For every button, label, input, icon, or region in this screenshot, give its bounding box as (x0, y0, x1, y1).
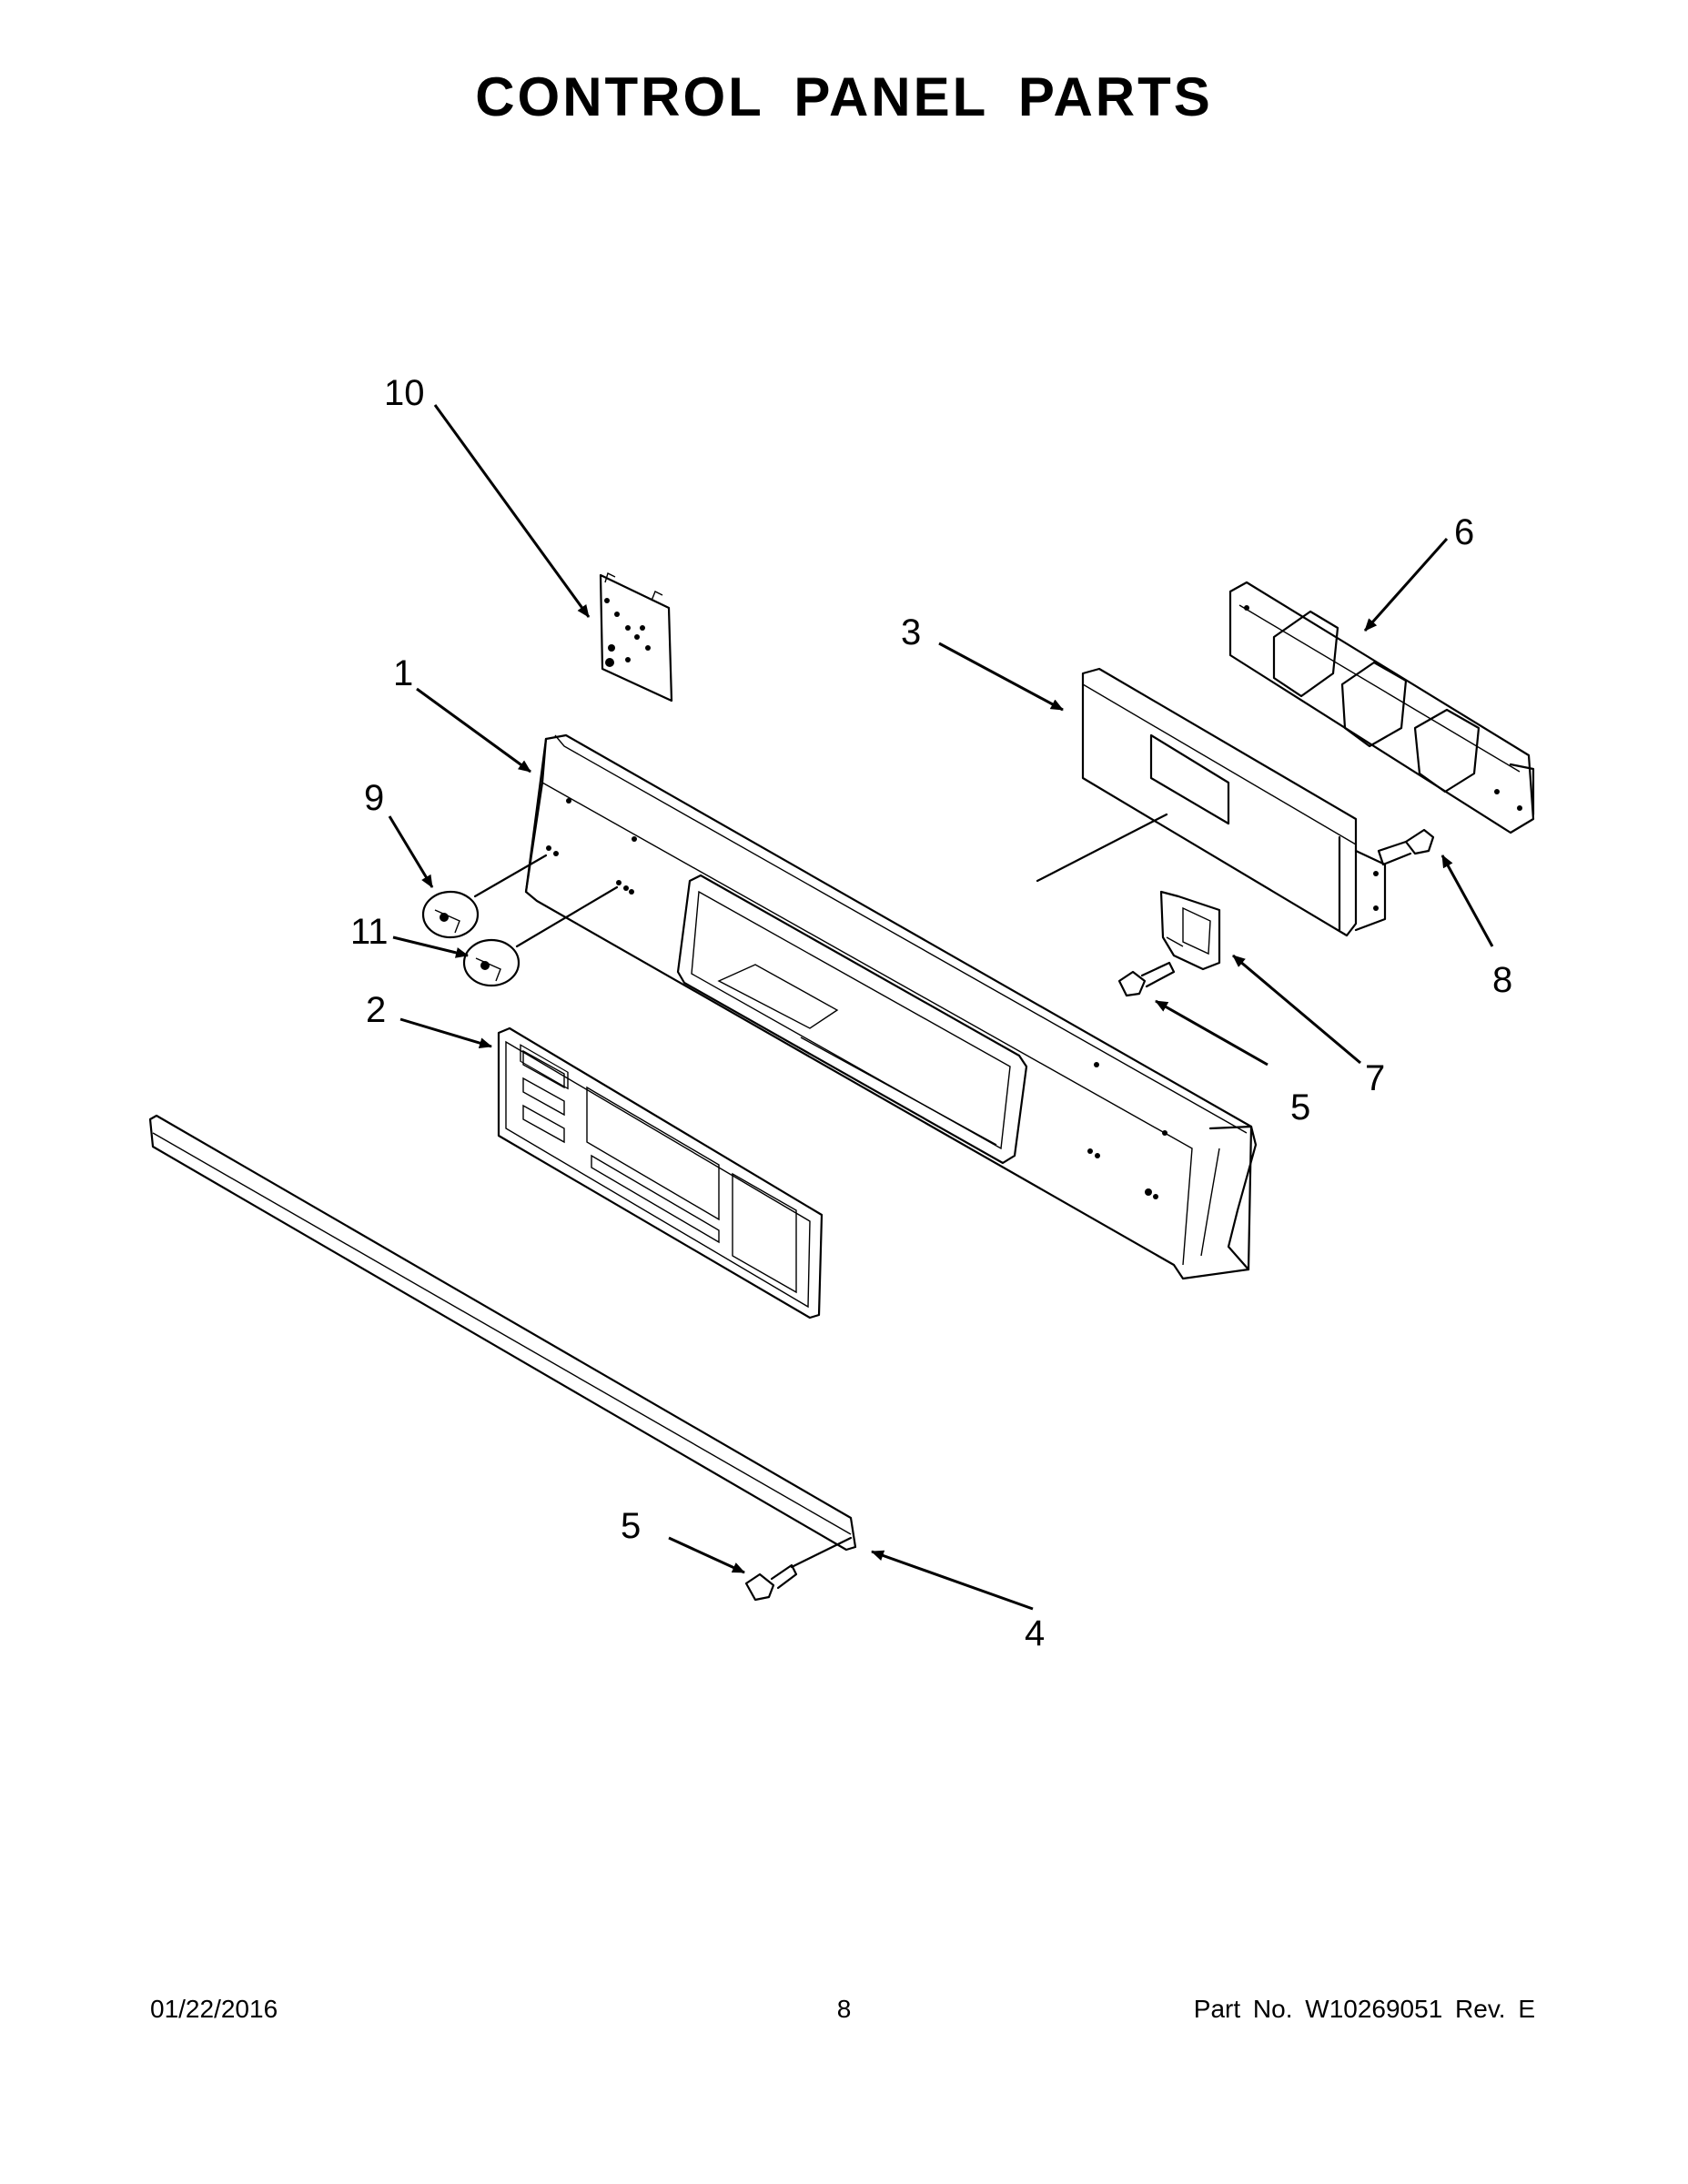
part-7-clip (1159, 890, 1221, 971)
part-5-screw-bottom (744, 1536, 853, 1602)
callout-10: 10 (384, 373, 425, 413)
part-10-control-board (599, 572, 673, 703)
callout-5-upper: 5 (1290, 1087, 1310, 1127)
leader-5-lower (668, 1536, 745, 1574)
part-9-knob (421, 890, 480, 939)
leader-4 (871, 1550, 1034, 1611)
callout-2: 2 (366, 990, 386, 1030)
footer-date: 01/22/2016 (150, 1995, 278, 2023)
part-11-knob (462, 938, 521, 987)
callout-1: 1 (393, 653, 413, 693)
leader-7 (1232, 954, 1361, 1065)
callout-6: 6 (1454, 512, 1474, 552)
leader-9 (388, 815, 434, 888)
part-5-screw-upper (1117, 961, 1176, 997)
callout-5-lower: 5 (621, 1506, 641, 1546)
callout-7: 7 (1365, 1058, 1385, 1098)
page-title: CONTROL PANEL PARTS (475, 66, 1213, 127)
footer-part-number: Part No. W10269051 Rev. E (1193, 1995, 1535, 2023)
part-2-overlay (497, 1026, 824, 1320)
leader-2 (399, 1017, 492, 1049)
part-1-control-panel (524, 733, 1258, 1280)
part-6-bracket (1228, 581, 1535, 834)
leader-6 (1363, 538, 1449, 632)
leader-10 (433, 404, 591, 618)
leader-11 (392, 935, 469, 958)
callout-8: 8 (1492, 960, 1512, 1000)
leader-3 (938, 642, 1064, 712)
part-8-screw (1377, 828, 1435, 866)
callout-9: 9 (364, 778, 384, 818)
leader-5-upper (1155, 999, 1269, 1067)
footer-page-number: 8 (836, 1995, 852, 2023)
callout-3: 3 (901, 612, 921, 652)
callout-4: 4 (1025, 1613, 1045, 1653)
callout-11: 11 (350, 912, 389, 952)
part-3-display-housing (1081, 667, 1387, 937)
leader-1 (416, 687, 531, 774)
leader-8 (1440, 854, 1494, 947)
part-4-trim (148, 1114, 857, 1552)
